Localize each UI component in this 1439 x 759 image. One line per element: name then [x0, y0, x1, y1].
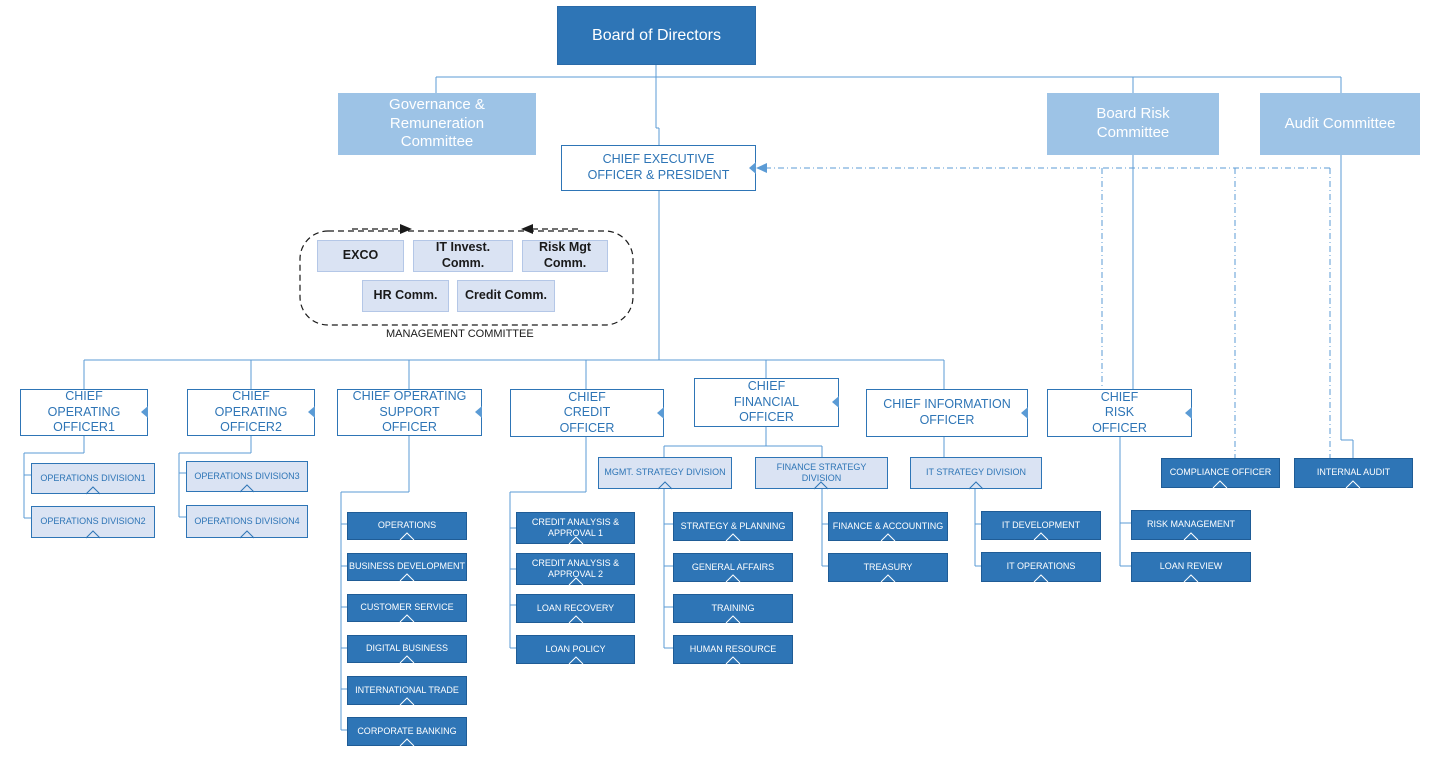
unit-loan-recovery: LOAN RECOVERY — [516, 594, 635, 623]
coo2: CHIEF OPERATING OFFICER2 — [187, 389, 315, 436]
operations-division-1: OPERATIONS DIVISION1 — [31, 463, 155, 494]
chief-financial-officer: CHIEF FINANCIAL OFFICER — [694, 378, 839, 427]
audit-committee: Audit Committee — [1260, 93, 1420, 155]
governance-remuneration-committee: Governance & Remuneration Committee — [338, 93, 536, 155]
unit-training: TRAINING — [673, 594, 793, 623]
board-of-directors: Board of Directors — [557, 6, 756, 65]
unit-digital-business: DIGITAL BUSINESS — [347, 635, 467, 663]
exco-committee: EXCO — [317, 240, 404, 272]
unit-corporate-banking: CORPORATE BANKING — [347, 717, 467, 746]
unit-credit-analysis-1: CREDIT ANALYSIS & APPROVAL 1 — [516, 512, 635, 544]
board-risk-committee: Board Risk Committee — [1047, 93, 1219, 155]
management-committee-caption: MANAGEMENT COMMITTEE — [386, 328, 534, 340]
unit-international-trade: INTERNATIONAL TRADE — [347, 676, 467, 705]
finance-strategy-division: FINANCE STRATEGY DIVISION — [755, 457, 888, 489]
cio-marker — [1021, 407, 1028, 419]
unit-human-resource: HUMAN RESOURCE — [673, 635, 793, 664]
unit-loan-review: LOAN REVIEW — [1131, 552, 1251, 582]
unit-general-affairs: GENERAL AFFAIRS — [673, 553, 793, 582]
operations-division-3: OPERATIONS DIVISION3 — [186, 461, 308, 492]
ceo-marker — [749, 162, 756, 174]
unit-risk-management: RISK MANAGEMENT — [1131, 510, 1251, 540]
coo2-marker — [308, 406, 315, 418]
it-investment-committee: IT Invest. Comm. — [413, 240, 513, 272]
risk-mgt-committee: Risk Mgt Comm. — [522, 240, 608, 272]
operations-division-4: OPERATIONS DIVISION4 — [186, 505, 308, 538]
it-strategy-division: IT STRATEGY DIVISION — [910, 457, 1042, 489]
unit-loan-policy: LOAN POLICY — [516, 635, 635, 664]
unit-treasury: TREASURY — [828, 553, 948, 582]
hr-committee: HR Comm. — [362, 280, 449, 312]
unit-compliance-officer: COMPLIANCE OFFICER — [1161, 458, 1280, 488]
unit-credit-analysis-2: CREDIT ANALYSIS & APPROVAL 2 — [516, 553, 635, 585]
unit-operations: OPERATIONS — [347, 512, 467, 540]
credit-committee: Credit Comm. — [457, 280, 555, 312]
unit-it-development: IT DEVELOPMENT — [981, 511, 1101, 540]
unit-customer-service: CUSTOMER SERVICE — [347, 594, 467, 622]
chief-credit-officer: CHIEF CREDIT OFFICER — [510, 389, 664, 437]
coo1: CHIEF OPERATING OFFICER1 — [20, 389, 148, 436]
chief-risk-officer: CHIEF RISK OFFICER — [1047, 389, 1192, 437]
cro-marker — [1185, 407, 1192, 419]
coo1-marker — [141, 406, 148, 418]
cco-marker — [657, 407, 664, 419]
mgmt-strategy-division: MGMT. STRATEGY DIVISION — [598, 457, 732, 489]
coso-marker — [475, 406, 482, 418]
unit-business-development: BUSINESS DEVELOPMENT — [347, 553, 467, 581]
unit-strategy-planning: STRATEGY & PLANNING — [673, 512, 793, 541]
chief-information-officer: CHIEF INFORMATION OFFICER — [866, 389, 1028, 437]
ceo-president: CHIEF EXECUTIVE OFFICER & PRESIDENT — [561, 145, 756, 191]
chief-operating-support-officer: CHIEF OPERATING SUPPORT OFFICER — [337, 389, 482, 436]
cfo-marker — [832, 396, 839, 408]
unit-internal-audit: INTERNAL AUDIT — [1294, 458, 1413, 488]
unit-finance-accounting: FINANCE & ACCOUNTING — [828, 512, 948, 541]
operations-division-2: OPERATIONS DIVISION2 — [31, 506, 155, 538]
unit-it-operations: IT OPERATIONS — [981, 552, 1101, 582]
